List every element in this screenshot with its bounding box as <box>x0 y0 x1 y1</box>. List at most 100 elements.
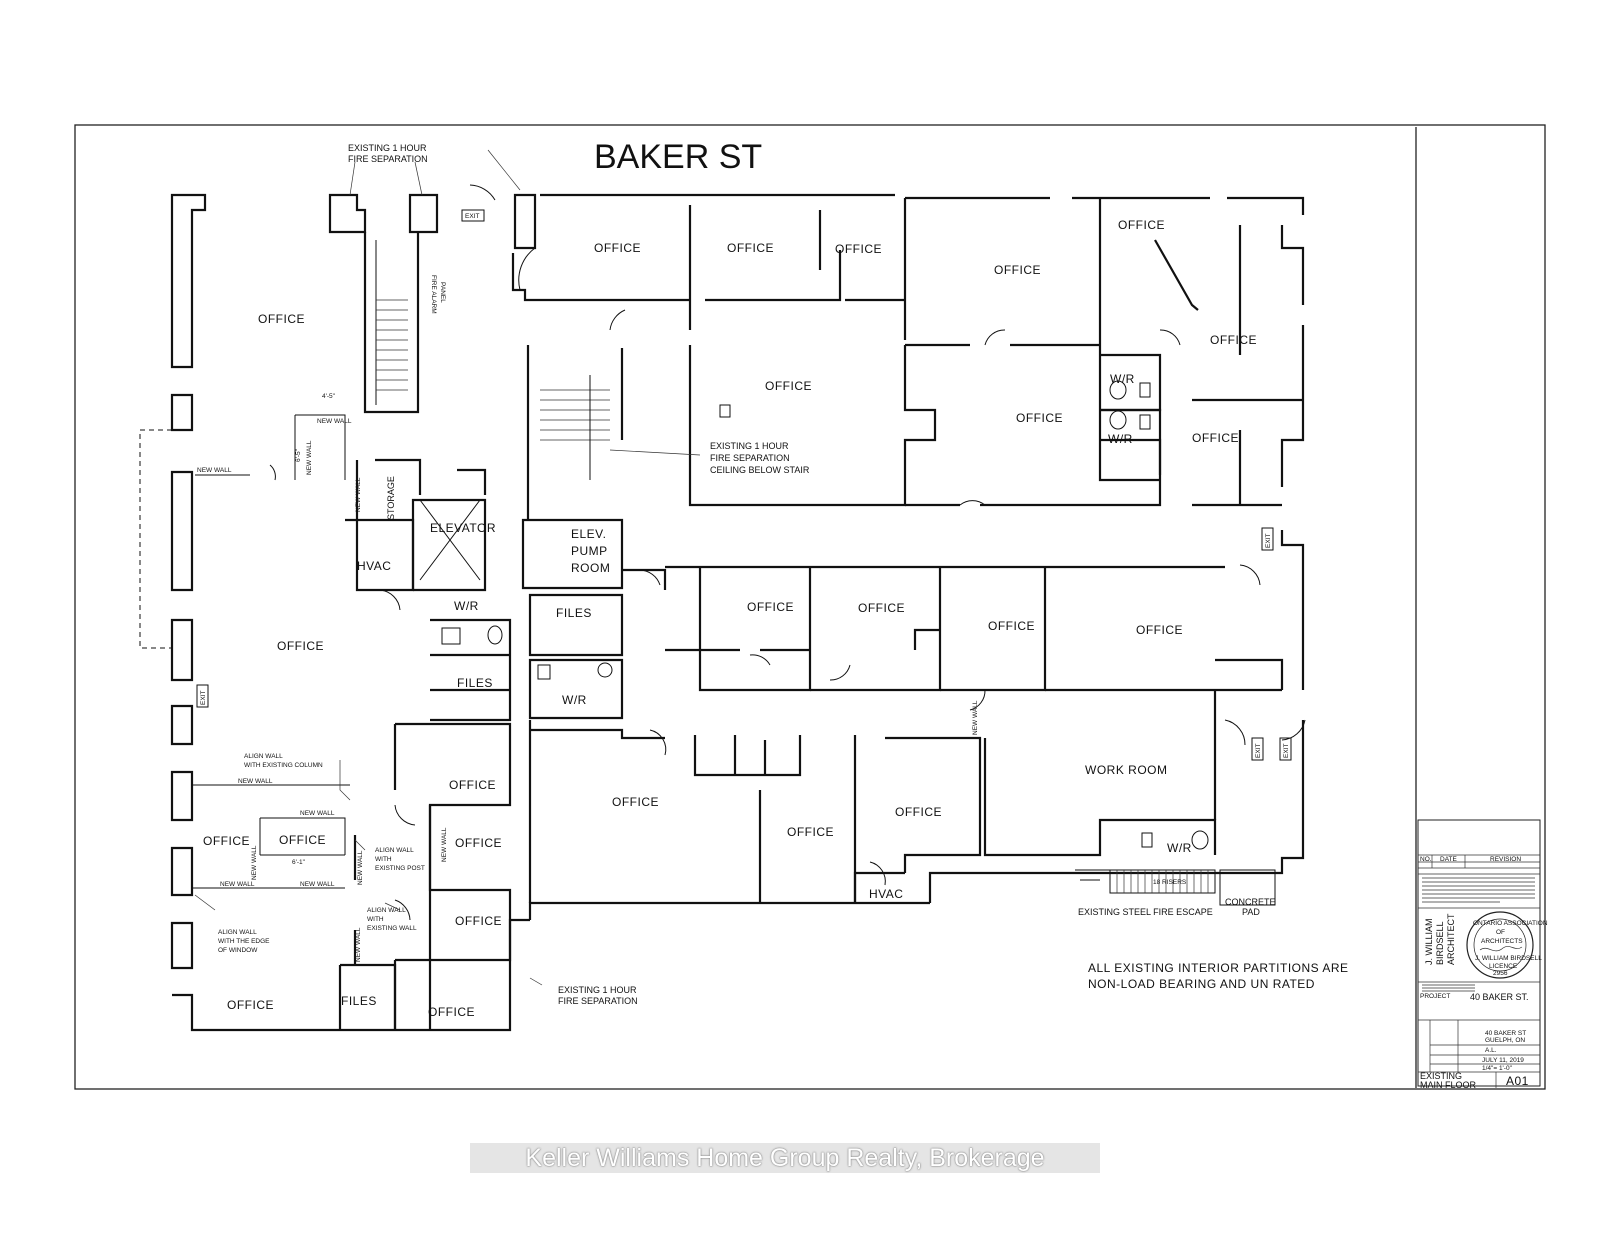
room-label-office: OFFICE <box>858 601 905 615</box>
room-label-office: OFFICE <box>727 241 774 255</box>
room-label-office: OFFICE <box>449 778 496 792</box>
note-concrete-pad: CONCRETE <box>1225 897 1276 907</box>
note-fire-separation: FIRE SEPARATION <box>558 996 638 1006</box>
svg-text:EXIT: EXIT <box>1283 744 1290 758</box>
note-align-wall: ALIGN WALL <box>218 929 257 936</box>
room-label-office: OFFICE <box>277 639 324 653</box>
title-block: NO. DATE REVISION J. WILLIAM BIRDSELL AR… <box>1417 819 1548 1090</box>
exit-sign: EXIT <box>196 684 209 708</box>
room-label-storage: STORAGE <box>386 476 396 520</box>
architect-name: J. WILLIAM <box>1424 918 1434 965</box>
note-new-wall: NEW WALL <box>238 778 273 785</box>
room-label-office: OFFICE <box>455 914 502 928</box>
svg-text:EXIT: EXIT <box>1255 744 1262 758</box>
room-label-wr: W/R <box>562 693 587 707</box>
room-label-hvac: HVAC <box>357 559 391 573</box>
room-label-office: OFFICE <box>1210 333 1257 347</box>
note-stair-separation: EXISTING 1 HOUR <box>710 441 789 451</box>
room-label-elev-pump: ELEV. <box>571 527 606 541</box>
street-title: BAKER ST <box>594 138 762 176</box>
note-new-wall: NEW WALL <box>355 927 362 962</box>
room-label-office: OFFICE <box>787 825 834 839</box>
room-label-office: OFFICE <box>994 263 1041 277</box>
room-label-hvac: HVAC <box>869 887 903 901</box>
room-label-wr: W/R <box>1167 841 1192 855</box>
drawing-border <box>74 124 1546 1090</box>
room-label-office: OFFICE <box>612 795 659 809</box>
note-new-wall: NEW WALL <box>300 881 335 888</box>
room-label-wr: W/R <box>1108 432 1133 446</box>
note-align-wall: WITH <box>375 856 392 863</box>
revision-header-date: DATE <box>1440 856 1458 863</box>
plumbing-fixtures <box>441 380 1209 850</box>
room-label-files: FILES <box>457 676 493 690</box>
note-new-wall: NEW WALL <box>357 850 364 885</box>
note-new-wall: NEW WALL <box>251 845 258 880</box>
note-fire-separation: EXISTING 1 HOUR <box>348 143 427 153</box>
room-label-elev-pump: ROOM <box>571 561 610 575</box>
dimension-label: 4'-5" <box>322 393 336 400</box>
note-align-wall: ALIGN WALL <box>375 847 414 854</box>
sheet-title: MAIN FLOOR <box>1420 1080 1477 1090</box>
brokerage-watermark: Keller Williams Home Group Realty, Broke… <box>470 1143 1100 1173</box>
project-address: GUELPH, ON <box>1485 1037 1525 1044</box>
note-risers: 18 RISERS <box>1153 879 1187 886</box>
svg-text:EXIT: EXIT <box>200 691 207 705</box>
fire-escape-stairs <box>1075 869 1276 906</box>
note-stair-separation: FIRE SEPARATION <box>710 453 790 463</box>
note-fire-alarm-panel: FIRE ALARM <box>430 275 437 314</box>
door-swings <box>269 184 1306 921</box>
exit-sign: EXIT <box>461 209 485 222</box>
room-label-office: OFFICE <box>594 241 641 255</box>
revision-header-no: NO. <box>1420 856 1432 863</box>
room-label-elevator: ELEVATOR <box>430 521 496 535</box>
drawn-by: A.L. <box>1485 1047 1497 1054</box>
room-label-office: OFFICE <box>279 833 326 847</box>
note-concrete-pad: PAD <box>1242 907 1260 917</box>
room-label-office: OFFICE <box>203 834 250 848</box>
seal-text: ONTARIO ASSOCIATION <box>1473 920 1548 927</box>
room-label-office: OFFICE <box>1016 411 1063 425</box>
dimension-label: 6'-1" <box>292 859 306 866</box>
architect-name: BIRDSELL <box>1435 921 1445 965</box>
room-label-files: FILES <box>341 994 377 1008</box>
room-label-office: OFFICE <box>1192 431 1239 445</box>
room-label-office: OFFICE <box>258 312 305 326</box>
note-align-wall: ALIGN WALL <box>367 907 406 914</box>
exit-sign: EXIT <box>1279 737 1292 761</box>
room-label-office: OFFICE <box>765 379 812 393</box>
note-align-wall: ALIGN WALL <box>244 753 283 760</box>
room-label-office: OFFICE <box>1136 623 1183 637</box>
architect-seal <box>1466 911 1534 979</box>
room-label-work-room: WORK ROOM <box>1085 763 1168 777</box>
note-align-wall: WITH EXISTING COLUMN <box>244 762 323 769</box>
note-new-wall: NEW WALL <box>441 827 448 862</box>
room-label-elev-pump: PUMP <box>571 544 608 558</box>
svg-text:EXIT: EXIT <box>1265 534 1272 548</box>
exit-sign: EXIT <box>1251 737 1264 761</box>
dashed-existing-outline <box>139 429 172 649</box>
note-align-wall: EXISTING POST <box>375 865 425 872</box>
seal-text: 2956 <box>1493 970 1508 977</box>
project-name: 40 BAKER ST. <box>1470 992 1529 1002</box>
room-label-office: OFFICE <box>1118 218 1165 232</box>
note-fire-separation: EXISTING 1 HOUR <box>558 985 637 995</box>
sheet-title: EXISTING <box>1420 1071 1462 1081</box>
drawing-scale: 1/4"= 1'-0" <box>1482 1065 1513 1072</box>
note-new-wall: NEW WALL <box>300 810 335 817</box>
note-align-wall: WITH THE EDGE <box>218 938 270 945</box>
interior-walls <box>192 198 1303 1030</box>
project-label: PROJECT <box>1420 993 1450 1000</box>
note-fire-alarm-panel: PANEL <box>439 282 446 303</box>
note-new-wall: NEW WALL <box>197 467 232 474</box>
note-align-wall: OF WINDOW <box>218 947 258 954</box>
exit-sign: EXIT <box>1261 527 1274 551</box>
room-label-office: OFFICE <box>988 619 1035 633</box>
svg-text:EXIT: EXIT <box>465 213 479 220</box>
dimension-label: 6'-5" <box>295 448 302 462</box>
architect-name: ARCHITECT <box>1446 913 1456 965</box>
leader-lines <box>194 149 701 986</box>
note-new-wall: NEW WALL <box>220 881 255 888</box>
seal-text: OF <box>1496 929 1505 936</box>
